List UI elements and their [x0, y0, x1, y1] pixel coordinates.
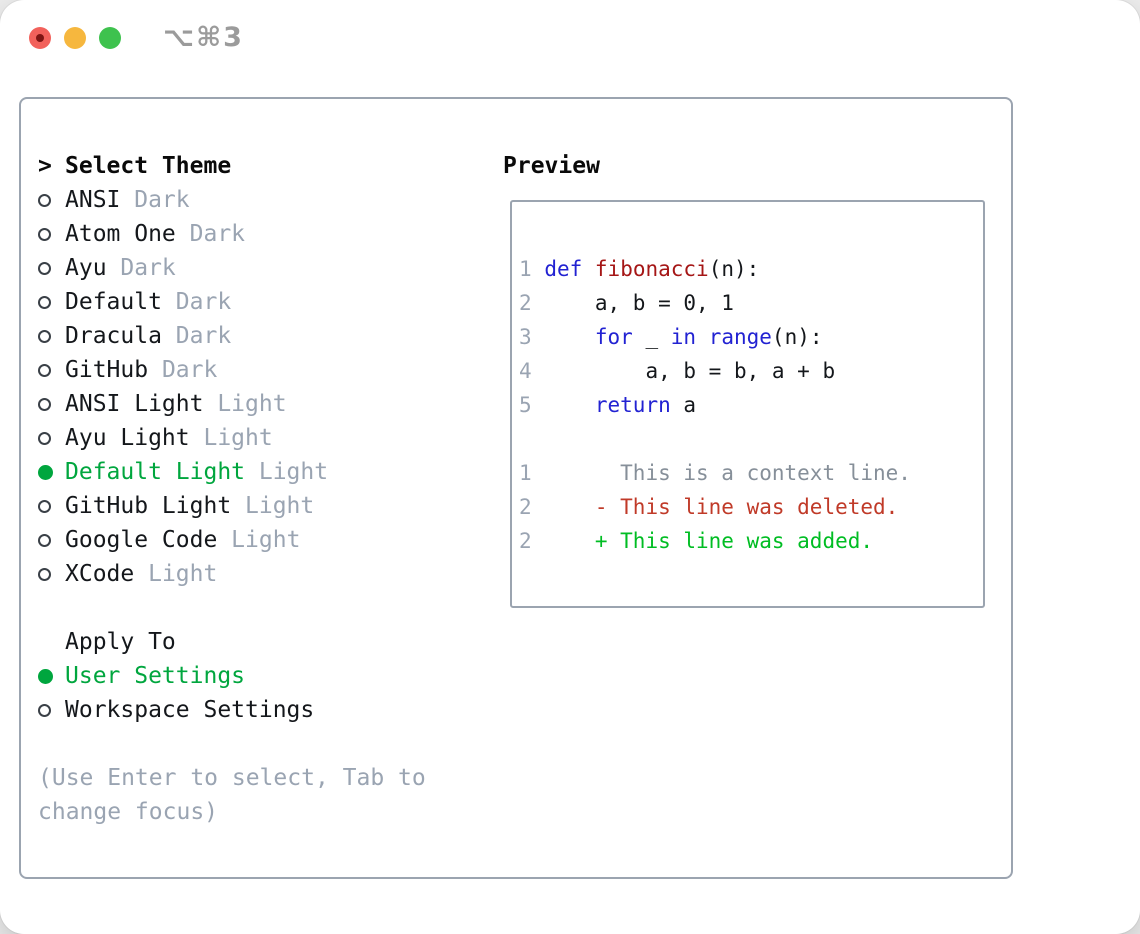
preview-title: Preview	[503, 153, 600, 179]
maximize-button[interactable]	[99, 27, 121, 49]
select-theme-header-row: > Select Theme	[38, 149, 426, 183]
line-number: 4	[519, 359, 532, 383]
line-number: 3	[519, 325, 532, 349]
radio-icon	[38, 431, 65, 445]
select-theme-header: Select Theme	[65, 153, 232, 179]
theme-variant: Dark	[106, 255, 176, 281]
apply-to-label: User Settings	[65, 663, 246, 689]
radio-icon	[38, 499, 65, 513]
code-line: 2 - This line was deleted.	[519, 495, 899, 519]
theme-name: GitHub Light	[65, 493, 232, 519]
line-number: 2	[519, 291, 532, 315]
theme-option[interactable]: ANSI Dark	[38, 183, 426, 217]
spacer	[38, 727, 426, 761]
code-line: 1 This is a context line.	[519, 461, 911, 485]
theme-variant: Light	[134, 561, 218, 587]
radio-icon	[38, 261, 65, 275]
theme-name: GitHub	[65, 357, 149, 383]
spacer	[38, 591, 426, 625]
theme-option[interactable]: GitHub Light Light	[38, 489, 426, 523]
radio-icon	[38, 567, 65, 581]
code-line: 4 a, b = b, a + b	[519, 359, 836, 383]
theme-option[interactable]: Ayu Dark	[38, 251, 426, 285]
theme-name: Ayu	[65, 255, 107, 281]
preview-pane: 1 def fibonacci(n): 2 a, b = 0, 1 3 for _ …	[510, 200, 985, 608]
titlebar	[29, 27, 121, 49]
theme-name: Dracula	[65, 323, 162, 349]
apply-to-header-row: Apply To	[38, 625, 426, 659]
radio-icon	[38, 193, 65, 207]
apply-to-label: Workspace Settings	[65, 697, 315, 723]
apply-to-option[interactable]: User Settings	[38, 659, 426, 693]
theme-option[interactable]: Dracula Dark	[38, 319, 426, 353]
theme-option[interactable]: ANSI Light Light	[38, 387, 426, 421]
code-line: 3 for _ in range(n):	[519, 325, 823, 349]
theme-variant: Dark	[175, 221, 246, 247]
theme-name: ANSI Light	[65, 391, 204, 417]
code-line	[519, 422, 911, 456]
code-line: 1 def fibonacci(n):	[519, 257, 760, 281]
theme-option[interactable]: Google Code Light	[38, 523, 426, 557]
line-number: 2	[519, 529, 532, 553]
hint-line-2: change focus)	[38, 799, 219, 825]
theme-option[interactable]: Default Light Light	[38, 455, 426, 489]
hint-line-1: (Use Enter to select, Tab to	[38, 765, 426, 791]
theme-variant: Dark	[120, 187, 190, 213]
radio-icon	[38, 533, 65, 547]
line-number: 1	[519, 257, 532, 281]
radio-selected-icon	[38, 464, 65, 480]
theme-option[interactable]: Default Dark	[38, 285, 426, 319]
close-button[interactable]	[29, 27, 51, 49]
radio-icon	[38, 363, 65, 377]
theme-variant: Light	[231, 493, 315, 519]
line-number: 5	[519, 393, 532, 417]
code-line: 5 return a	[519, 393, 697, 417]
radio-selected-icon	[38, 668, 65, 684]
window-title: ⌥⌘3	[163, 22, 244, 53]
theme-variant: Light	[217, 527, 301, 553]
radio-icon	[38, 703, 65, 717]
theme-name: Atom One	[65, 221, 176, 247]
radio-icon	[38, 397, 65, 411]
theme-name: XCode	[65, 561, 135, 587]
theme-variant: Dark	[148, 357, 218, 383]
apply-to-option[interactable]: Workspace Settings	[38, 693, 426, 727]
code-line: 2 a, b = 0, 1	[519, 291, 734, 315]
minimize-button[interactable]	[64, 27, 86, 49]
code-line: 2 + This line was added.	[519, 529, 874, 553]
theme-name: Default Light	[65, 459, 246, 485]
theme-variant: Dark	[161, 323, 232, 349]
theme-variant: Light	[203, 391, 287, 417]
theme-variant: Light	[189, 425, 273, 451]
theme-name: Default	[65, 289, 162, 315]
radio-icon	[38, 295, 65, 309]
apply-to-header: Apply To	[65, 629, 176, 655]
theme-name: Google Code	[65, 527, 218, 553]
code-preview: 1 def fibonacci(n): 2 a, b = 0, 1 3 for _ …	[519, 252, 911, 558]
theme-variant: Dark	[161, 289, 232, 315]
theme-name: ANSI	[65, 187, 121, 213]
radio-icon	[38, 227, 65, 241]
cursor-icon: >	[38, 153, 52, 179]
line-number: 1	[519, 461, 532, 485]
line-number: 2	[519, 495, 532, 519]
theme-option[interactable]: Atom One Dark	[38, 217, 426, 251]
theme-option[interactable]: Ayu Light Light	[38, 421, 426, 455]
theme-name: Ayu Light	[65, 425, 190, 451]
radio-icon	[38, 329, 65, 343]
theme-option[interactable]: XCode Light	[38, 557, 426, 591]
theme-variant: Light	[245, 459, 329, 485]
theme-option[interactable]: GitHub Dark	[38, 353, 426, 387]
